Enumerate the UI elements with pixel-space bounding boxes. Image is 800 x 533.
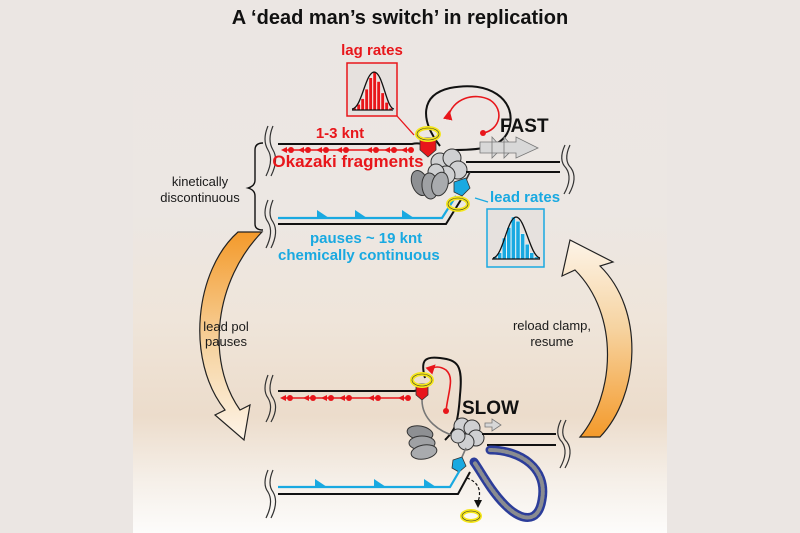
fast-replisome: lag rates 1-3 knt Okazaki fragments bbox=[160, 42, 575, 268]
lag-histogram-bar bbox=[384, 102, 389, 111]
strand-break-mark bbox=[264, 374, 272, 423]
rna-primer-dot bbox=[305, 147, 311, 153]
left-arrow-label-line1: lead pol bbox=[203, 319, 249, 334]
continuity-label: chemically continuous bbox=[278, 247, 440, 264]
fragment-arrowhead bbox=[368, 395, 374, 401]
rna-primer-dot bbox=[323, 147, 329, 153]
lag-histogram-bar bbox=[360, 98, 365, 111]
pause-site-marker bbox=[402, 210, 414, 218]
rna-primer-dot bbox=[287, 395, 293, 401]
fragment-arrowhead bbox=[303, 395, 309, 401]
pause-site-marker bbox=[355, 210, 367, 218]
rna-primer-dot bbox=[343, 147, 349, 153]
helicase-slow bbox=[450, 417, 485, 451]
lead-histogram-bar bbox=[511, 216, 516, 260]
leading-polymerase bbox=[453, 177, 471, 197]
pause-site-marker bbox=[315, 479, 327, 487]
rna-primer-dot bbox=[310, 395, 316, 401]
slow-replisome: SLOW bbox=[264, 356, 571, 523]
slow-label: SLOW bbox=[462, 398, 519, 419]
leading-strand-slow bbox=[278, 469, 461, 489]
rna-primer-dot bbox=[328, 395, 334, 401]
right-arrow-label-line2: resume bbox=[530, 334, 573, 349]
pause-transition-arrow bbox=[199, 231, 264, 442]
lag-histogram-bar bbox=[376, 81, 381, 111]
lag-histogram-bar bbox=[368, 77, 373, 111]
lead-rates-histogram bbox=[486, 208, 545, 268]
clamp-loader-slow bbox=[406, 425, 438, 460]
fragment-size-label: 1-3 knt bbox=[316, 125, 364, 142]
pause-site-marker bbox=[424, 479, 436, 487]
pause-label: pauses ~ 19 knt bbox=[310, 230, 422, 247]
fragment-arrowhead bbox=[336, 147, 342, 153]
fragment-arrowhead bbox=[316, 147, 322, 153]
rna-primer-dot bbox=[373, 147, 379, 153]
pause-site-marker bbox=[317, 210, 329, 218]
resume-transition-arrow bbox=[561, 239, 633, 438]
okazaki-fragments bbox=[281, 147, 414, 153]
fragment-arrowhead bbox=[298, 147, 304, 153]
lag-histogram-bar bbox=[380, 92, 385, 111]
fragment-arrowhead bbox=[281, 147, 287, 153]
clamp-loader bbox=[410, 169, 449, 200]
lead-histogram-bar bbox=[520, 233, 525, 260]
lead-histogram-bar bbox=[506, 227, 511, 260]
left-arrow-label-line2: pauses bbox=[205, 334, 247, 349]
okazaki-fragments-slow bbox=[280, 395, 411, 401]
kinetic-label-line1: kinetically bbox=[172, 174, 229, 189]
kinetic-label-line2: discontinuous bbox=[160, 190, 240, 205]
fragment-arrowhead bbox=[280, 395, 286, 401]
strand-break-mark bbox=[561, 144, 570, 195]
strand-break-mark bbox=[264, 125, 272, 177]
rna-primer-dot bbox=[346, 395, 352, 401]
fragment-arrowhead bbox=[398, 395, 404, 401]
lag-rates-histogram bbox=[346, 62, 415, 136]
slow-direction-arrow bbox=[484, 418, 502, 432]
right-arrow-label-line1: reload clamp, bbox=[513, 318, 591, 333]
lead-histogram-bar bbox=[515, 220, 521, 260]
lead-gaussian-fit bbox=[492, 216, 541, 259]
figure-title: A ‘dead man’s switch’ in replication bbox=[232, 7, 568, 29]
pause-site-marker bbox=[374, 479, 386, 487]
rna-primer-dot bbox=[375, 395, 381, 401]
lead-histogram-bar bbox=[525, 244, 530, 260]
lag-rates-label: lag rates bbox=[341, 42, 403, 59]
rna-primer-dot bbox=[288, 147, 294, 153]
lead-histogram-bar bbox=[529, 252, 534, 260]
lead-rates-label: lead rates bbox=[490, 189, 560, 206]
lag-histogram-bar bbox=[364, 88, 369, 111]
fragment-arrowhead bbox=[339, 395, 345, 401]
lag-gaussian-fit bbox=[351, 71, 395, 110]
leading-strand bbox=[278, 195, 457, 220]
lag-histogram-bar bbox=[372, 71, 377, 111]
rna-primer-dot bbox=[405, 395, 411, 401]
bracket bbox=[245, 142, 264, 231]
clamp-release-arrow bbox=[466, 477, 481, 503]
fast-label: FAST bbox=[500, 116, 549, 137]
leading-polymerase-slow bbox=[451, 456, 467, 473]
rna-primer-dot bbox=[408, 147, 414, 153]
fragment-arrowhead bbox=[366, 147, 372, 153]
fragment-arrowhead bbox=[384, 147, 390, 153]
rna-primer-dot bbox=[391, 147, 397, 153]
fragment-arrowhead bbox=[401, 147, 407, 153]
fast-direction-arrows bbox=[479, 135, 539, 159]
fragment-arrowhead bbox=[321, 395, 327, 401]
okazaki-label: Okazaki fragments bbox=[272, 152, 423, 171]
